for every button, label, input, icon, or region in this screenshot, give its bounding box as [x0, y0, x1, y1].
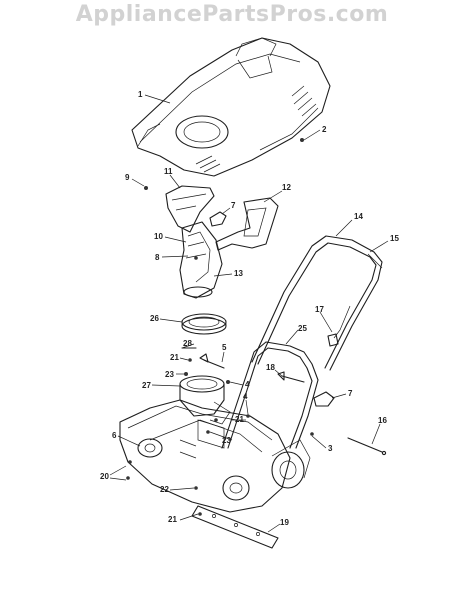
engine-cover-part [131, 37, 331, 177]
callout-6: 6 [112, 431, 117, 440]
callout-3: 3 [328, 444, 333, 453]
shift-rod-part [347, 437, 387, 456]
callout-4-lower: 4 [243, 392, 248, 401]
callout-25: 25 [298, 324, 307, 333]
callout-26: 26 [150, 314, 159, 323]
chute-ring-part [181, 313, 227, 335]
callout-7-upper: 7 [231, 201, 236, 210]
callout-18: 18 [266, 363, 275, 372]
callout-1: 1 [138, 90, 143, 99]
callout-16: 16 [378, 416, 387, 425]
callout-21-middle: 21 [235, 415, 244, 424]
chute-handle-part [215, 197, 279, 251]
callout-17: 17 [315, 305, 324, 314]
hardware-fasteners [126, 138, 314, 516]
callout-22: 22 [160, 485, 169, 494]
callout-21-lower: 21 [168, 515, 177, 524]
watermark-text: AppliancePartsPros.com [75, 2, 389, 27]
callout-20: 20 [100, 472, 109, 481]
callout-4-upper: 4 [245, 380, 250, 389]
chute-deflector-part [165, 185, 215, 233]
chute-base-part [179, 375, 231, 425]
callout-19: 19 [280, 518, 289, 527]
upper-handle-part [251, 235, 383, 371]
callout-10: 10 [154, 232, 163, 241]
callout-21-upper: 21 [170, 353, 179, 362]
callout-12: 12 [282, 183, 291, 192]
callout-11: 11 [164, 167, 173, 176]
callout-2: 2 [322, 125, 327, 134]
callout-9: 9 [125, 173, 130, 182]
chute-knob-part [209, 211, 227, 227]
callout-27: 27 [142, 381, 151, 390]
auger-housing-part [119, 399, 311, 513]
scraper-bar-part [191, 505, 279, 549]
callout-23-lower: 23 [222, 436, 231, 445]
control-cable-part [327, 305, 351, 347]
bolt-parts [181, 347, 305, 383]
handle-knob-part [313, 391, 335, 407]
callout-14: 14 [354, 212, 363, 221]
lower-handle-part [221, 341, 319, 449]
callout-8: 8 [155, 253, 160, 262]
callout-28: 28 [183, 339, 192, 348]
callout-15: 15 [390, 234, 399, 243]
leader-lines [109, 94, 389, 533]
callout-labels: 1 2 3 4 4 5 6 7 7 8 9 10 11 12 13 14 15 … [100, 90, 399, 527]
callout-23-upper: 23 [165, 370, 174, 379]
callout-5: 5 [222, 343, 227, 352]
discharge-chute-part [179, 221, 223, 299]
callout-7-lower: 7 [348, 389, 353, 398]
callout-13: 13 [234, 269, 243, 278]
